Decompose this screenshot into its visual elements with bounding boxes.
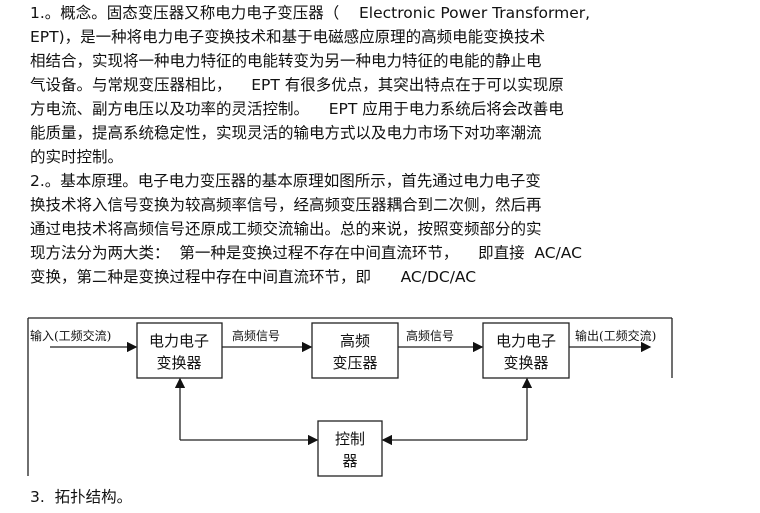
- output-label: 输出(工频交流): [575, 328, 656, 343]
- controller-box: [317, 420, 383, 477]
- box1-line1: 电力电子: [149, 332, 209, 350]
- paragraph-line: 1.。概念。固态变压器又称电力电子变压器（ Electronic Power T…: [30, 4, 591, 22]
- converter-box-1: [136, 322, 223, 379]
- signal-label-1: 高频信号: [232, 328, 280, 343]
- paragraph-line: 相结合，实现将一种电力特征的电能转变为另一种电力特征的电能的静止电: [30, 52, 542, 70]
- paragraph-line: 变换，第二种是变换过程中存在中间直流环节，即 AC/DC/AC: [30, 268, 477, 286]
- paragraph-line: 气设备。与常规变压器相比， EPT 有很多优点，其突出特点在于可以实现原: [30, 76, 564, 94]
- paragraph-line: EPT)，是一种将电力电子变换技术和基于电磁感应原理的高频电能变换技术: [30, 28, 546, 46]
- paragraph-line: 换技术将入信号变换为较高频率信号，经高频变压器耦合到二次侧，然后再: [30, 196, 542, 214]
- signal-label-2: 高频信号: [406, 328, 454, 343]
- paragraph-line: 方电流、副方电压以及功率的灵活控制。 EPT 应用于电力系统后将会改善电: [30, 100, 564, 118]
- converter-box-2: [482, 322, 570, 379]
- box3-line1: 电力电子: [496, 332, 556, 350]
- hf-transformer-box: [311, 322, 399, 379]
- paragraph-line: 能质量，提高系统稳定性，实现灵活的输电方式以及电力市场下对功率潮流: [30, 124, 542, 142]
- paragraph-line: 2.。基本原理。电子电力变压器的基本原理如图所示，首先通过电力电子变: [30, 172, 541, 190]
- paragraph-line: 的实时控制。: [30, 148, 124, 166]
- paragraph-line: 现方法分为两大类： 第一种是变换过程不存在中间直流环节， 即直接 AC/AC: [30, 244, 582, 262]
- box3-line2: 变换器: [503, 354, 548, 372]
- input-label: 输入(工频交流): [30, 328, 111, 343]
- box2-line2: 变压器: [332, 354, 377, 372]
- controller-line1: 控制: [335, 430, 365, 448]
- box1-line2: 变换器: [156, 354, 201, 372]
- controller-line2: 器: [342, 452, 357, 470]
- section-3-heading: 3. 拓扑结构。: [30, 488, 133, 506]
- block-diagram: 输入(工频交流) 输出(工频交流) 高频信号 高频信号 电力电子 变换器 高频 …: [27, 317, 673, 477]
- paragraph-line: 通过电技术将高频信号还原成工频交流输出。总的来说，按照变频部分的实: [30, 220, 542, 238]
- box2-line1: 高频: [340, 332, 370, 350]
